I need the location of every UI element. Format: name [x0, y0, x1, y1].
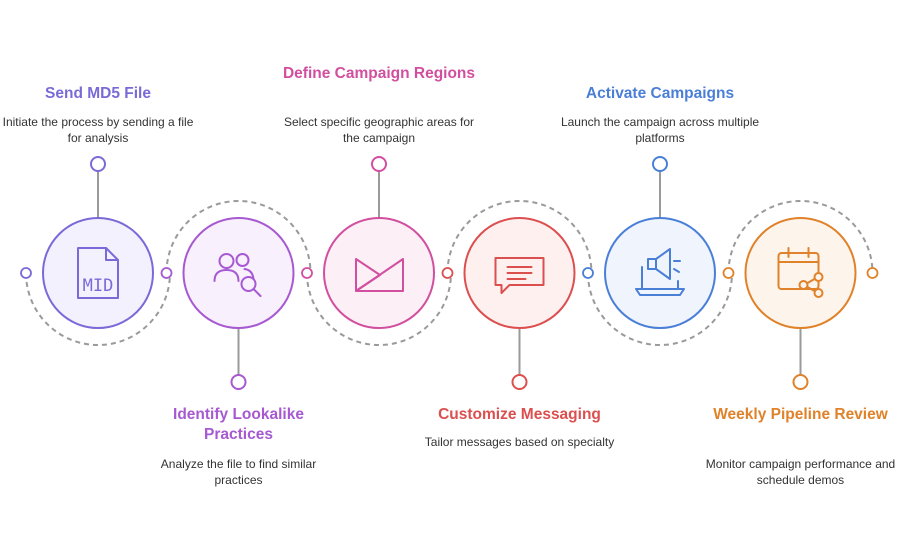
share-node — [813, 288, 824, 298]
step-2-description: Analyze the file to find similar practic… — [160, 457, 317, 487]
step-1-title: Send MD5 File — [45, 85, 151, 102]
step-4-title: Customize Messaging — [438, 406, 601, 423]
share-link — [806, 286, 816, 292]
md5-file-icon: MID — [77, 247, 119, 299]
calendar-share-icon — [777, 247, 824, 298]
junction-dot — [866, 267, 879, 279]
step-6-description: Monitor campaign performance and schedul… — [705, 457, 896, 487]
share-link — [806, 278, 816, 284]
magnifier-handle — [252, 288, 262, 297]
file-outline — [77, 247, 119, 299]
region-right — [355, 258, 404, 292]
step-5-title: Activate Campaigns — [585, 85, 735, 102]
user-body — [213, 269, 240, 282]
step-4-description: Tailor messages based on specialty — [424, 435, 615, 449]
connector-arc — [587, 272, 733, 346]
step-circle — [42, 217, 154, 329]
junction-dot — [722, 267, 735, 279]
message-icon — [494, 257, 545, 294]
step-3-title: Define Campaign Regions — [282, 65, 476, 82]
step-5-description: Launch the campaign across multiple plat… — [560, 115, 760, 145]
junction-dot — [582, 267, 594, 279]
map-region-icon — [355, 258, 404, 292]
callout-dot — [371, 156, 387, 172]
callout-dot — [511, 374, 528, 390]
share-node — [798, 280, 809, 290]
bubble — [494, 257, 545, 294]
megaphone-laptop-icon — [635, 248, 685, 296]
step-circle — [323, 217, 435, 329]
connector-arc — [446, 200, 593, 274]
step-circle — [182, 217, 295, 329]
user-head — [218, 253, 235, 269]
laptop-base — [635, 288, 685, 296]
magnifier-lens — [240, 276, 257, 292]
junction-dot — [160, 267, 173, 279]
junction-dot — [441, 267, 454, 279]
step-1-description: Initiate the process by sending a file f… — [2, 115, 194, 145]
callout-dot — [652, 156, 668, 172]
file-fold — [105, 247, 119, 261]
junction-dot — [20, 267, 32, 279]
connector-arcs — [20, 200, 879, 346]
user-head — [235, 253, 250, 267]
sound-line — [673, 268, 680, 273]
connector-arc — [306, 272, 452, 346]
step-icons: MID — [77, 247, 824, 299]
file-icon-label: MID — [83, 276, 114, 296]
callout-dot — [230, 374, 247, 390]
calendar-body — [777, 252, 820, 290]
connector-arc — [165, 200, 312, 274]
users-search-icon — [213, 253, 262, 297]
junction-dot — [301, 267, 313, 279]
callout-stems — [90, 156, 809, 390]
callout-dot — [792, 374, 809, 390]
megaphone-back — [647, 258, 657, 270]
step-3-description: Select specific geographic areas for the… — [283, 115, 475, 145]
connector-arc — [25, 272, 171, 346]
share-node — [813, 272, 824, 282]
callout-dot — [90, 156, 106, 172]
connector-arc — [727, 200, 874, 274]
step-2-title: Identify Lookalike Practices — [173, 406, 304, 443]
step-circle — [744, 217, 857, 329]
step-6-title: Weekly Pipeline Review — [713, 406, 888, 423]
